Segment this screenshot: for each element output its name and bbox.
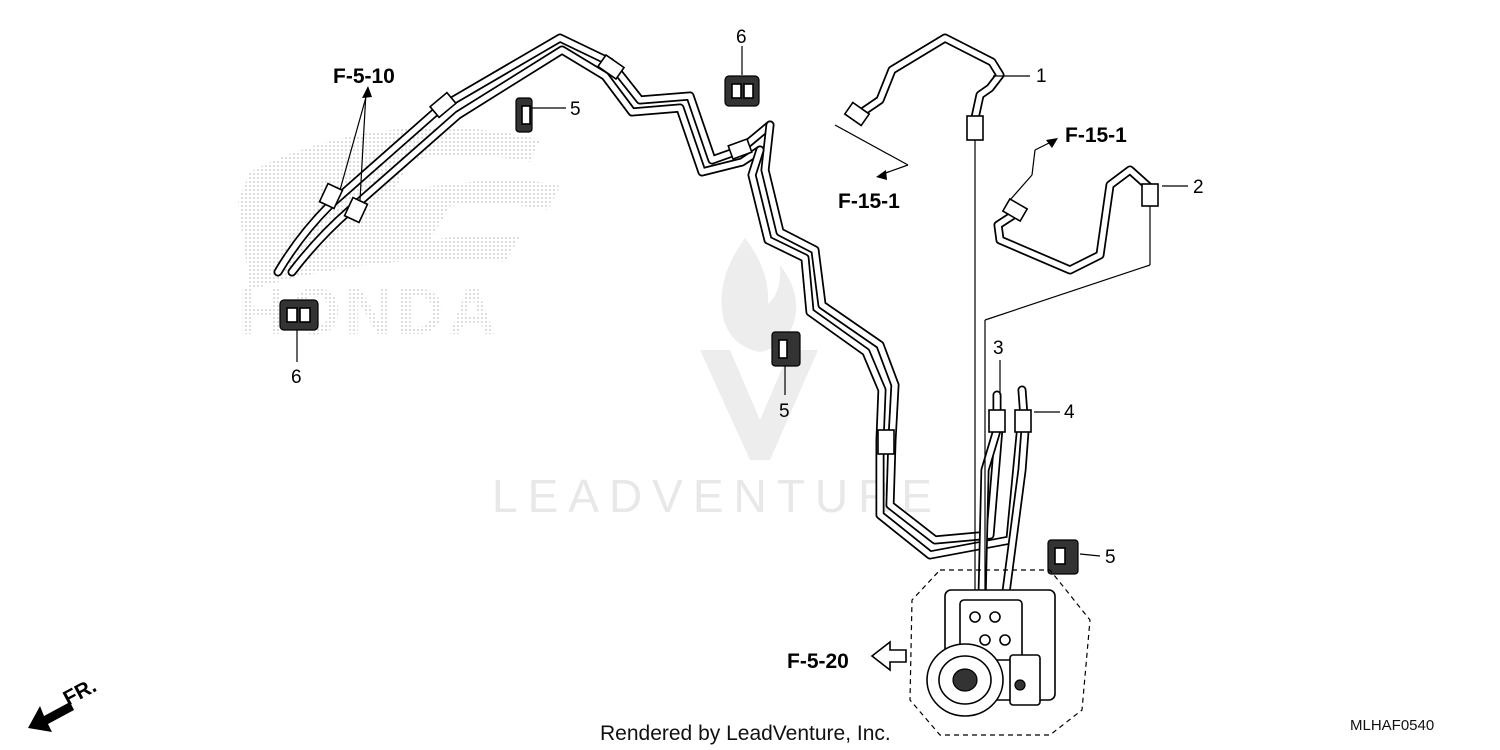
diagram-code: MLHAF0540 [1350, 717, 1434, 734]
f-5-20-arrow-icon [870, 640, 907, 672]
brake-pipe-long-pair [747, 120, 1027, 560]
render-credit: Rendered by LeadVenture, Inc. [600, 722, 891, 745]
callout-6-left: 6 [291, 367, 302, 388]
ref-label-right: F-15-1 [1065, 124, 1127, 147]
honda-watermark-text: HONDA [238, 274, 500, 348]
ref-label-bottom: F-5-20 [787, 650, 849, 673]
honda-wing-logo [238, 127, 560, 291]
brake-pipe-1 [843, 33, 1005, 141]
brake-pipe-4 [1000, 385, 1032, 605]
leadventure-watermark-text: LEADVENTURE [492, 470, 942, 522]
front-direction-indicator: FR. [28, 674, 100, 732]
clip-5-middle [771, 331, 801, 367]
brake-pipe-left-pair [273, 33, 775, 277]
ref-label-center: F-15-1 [838, 190, 900, 213]
flame-logo-icon [721, 238, 797, 352]
clip-5-top [515, 97, 533, 133]
front-arrow-icon [28, 702, 74, 732]
brake-pipe-2 [993, 165, 1159, 275]
callout-5-right: 5 [1105, 547, 1116, 568]
callout-6-top: 6 [736, 27, 747, 48]
callout-1: 1 [1036, 66, 1047, 87]
guide-lines [296, 46, 1188, 610]
clamp-6-left [279, 299, 319, 331]
ref-label-left-top: F-5-10 [333, 65, 395, 88]
callout-3: 3 [993, 338, 1004, 359]
callout-4: 4 [1064, 402, 1075, 423]
callout-2: 2 [1193, 177, 1204, 198]
clamp-6-top [724, 75, 760, 107]
honda-watermark: HONDA [238, 127, 560, 348]
brake-pipe-3 [977, 390, 1006, 605]
clip-5-right [1047, 539, 1079, 575]
callout-5-middle: 5 [779, 401, 790, 422]
v-logo-icon [700, 350, 818, 460]
leadventure-watermark: LEADVENTURE [492, 238, 942, 522]
callout-5-top: 5 [570, 99, 581, 120]
abs-modulator-unit [909, 569, 1091, 736]
